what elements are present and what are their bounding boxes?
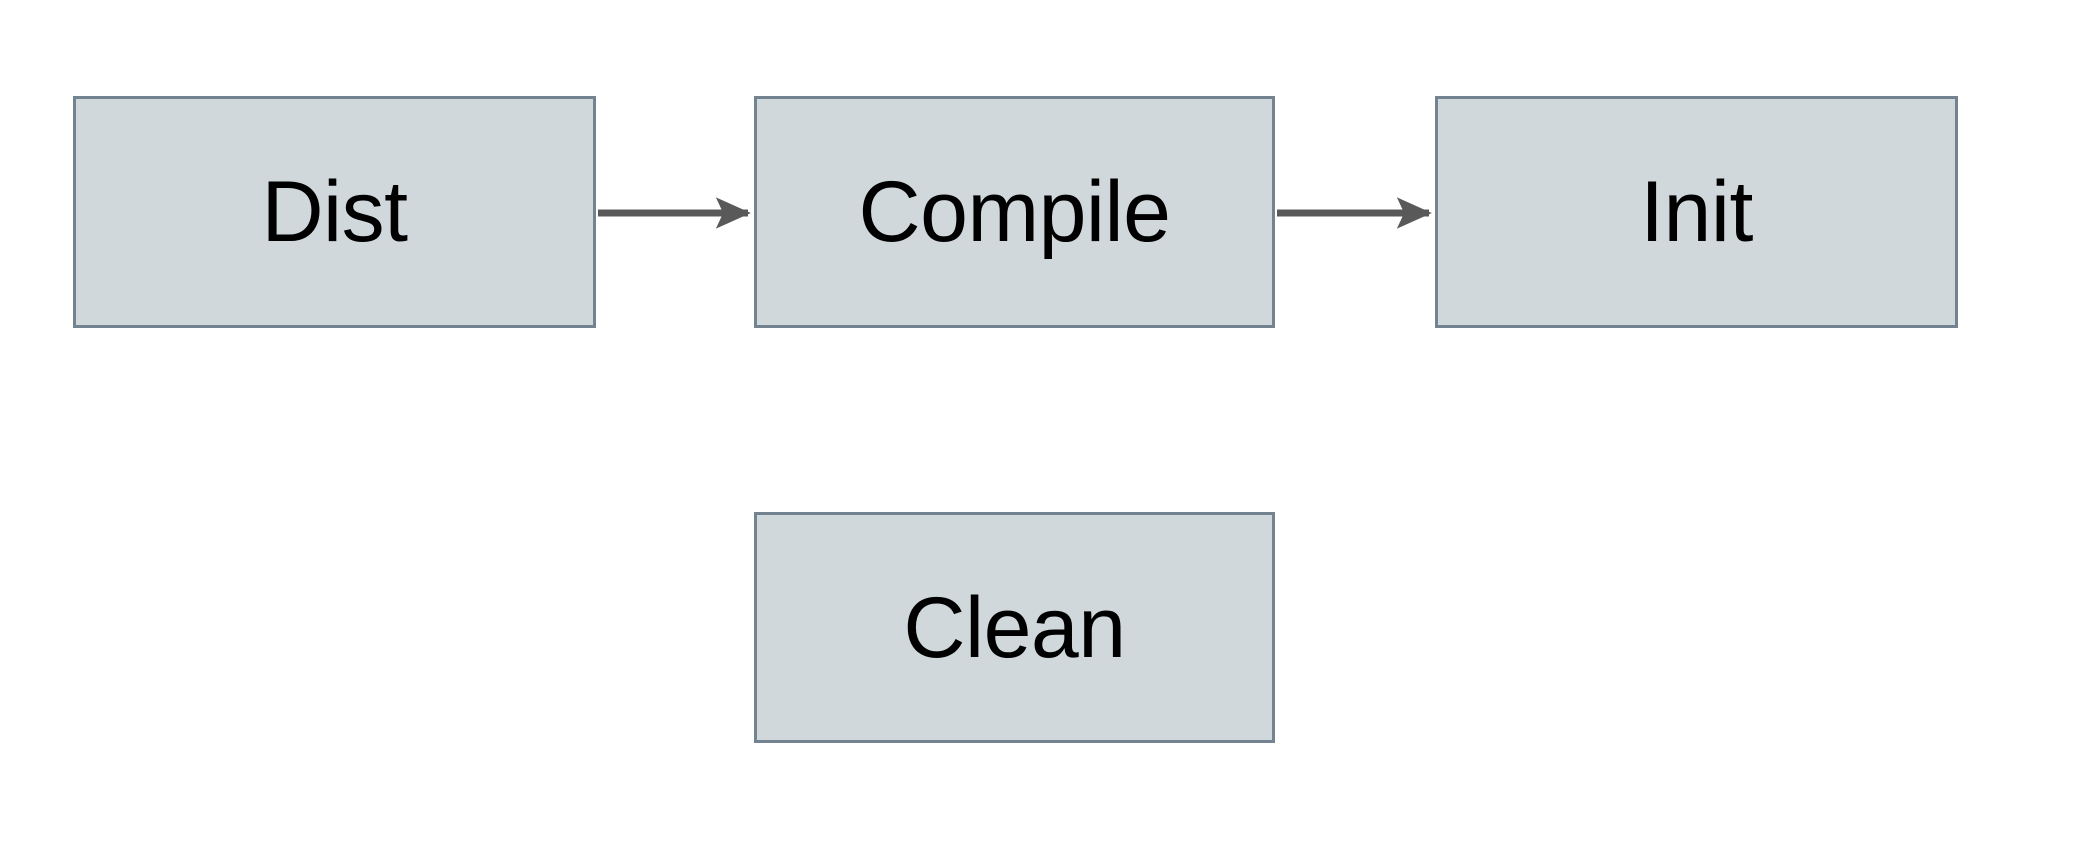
node-init-label: Init [1640,164,1753,260]
node-dist-label: Dist [261,164,408,260]
node-init[interactable]: Init [1435,96,1958,328]
node-dist[interactable]: Dist [73,96,596,328]
node-compile-label: Compile [858,164,1171,260]
node-compile[interactable]: Compile [754,96,1275,328]
node-clean-label: Clean [903,579,1126,676]
node-clean[interactable]: Clean [754,512,1275,743]
